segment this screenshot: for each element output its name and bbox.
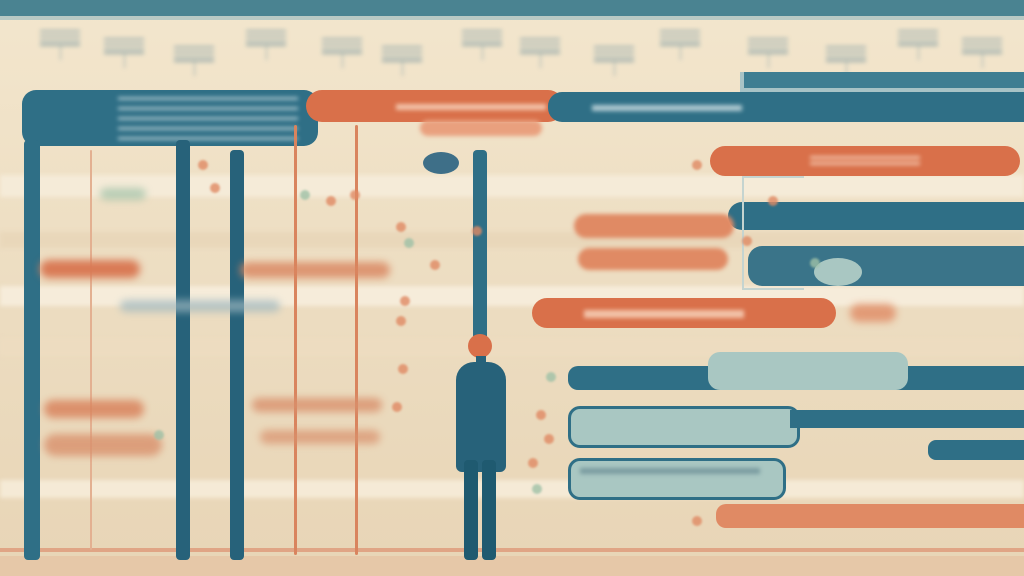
- marker-dot: [300, 190, 310, 200]
- orange-tag: [420, 120, 542, 136]
- marker-dot: [392, 402, 402, 412]
- panel-text: [118, 97, 298, 145]
- row-band: [0, 338, 1024, 356]
- row-band: [0, 175, 1024, 197]
- floor-line: [0, 548, 1024, 552]
- axis-bar: [24, 140, 40, 560]
- header-tick-label: [594, 46, 634, 76]
- header-tick-label: [898, 30, 938, 60]
- header-tick-label: [826, 46, 866, 76]
- timeline-bar: [260, 430, 380, 444]
- marker-dot: [396, 316, 406, 326]
- header-tick-label: [104, 38, 144, 68]
- bar-text: [584, 310, 744, 318]
- axis-bar: [176, 140, 190, 560]
- timeline-bar: [790, 410, 1024, 428]
- floor-line: [0, 556, 1024, 576]
- teal-header-bar-top: [744, 72, 1024, 88]
- marker-dot: [398, 364, 408, 374]
- person-head: [468, 334, 492, 358]
- marker-dot: [692, 160, 702, 170]
- bar-text: [810, 156, 920, 166]
- timeline-bar: [850, 304, 896, 322]
- timeline-bar: [716, 504, 1024, 528]
- marker-dot: [404, 238, 414, 248]
- timeline-bar: [40, 260, 140, 278]
- header-tick-label: [962, 38, 1002, 68]
- header-tick-label: [246, 30, 286, 60]
- marker-dot: [472, 226, 482, 236]
- person-neck: [476, 356, 486, 366]
- marker-dot: [430, 260, 440, 270]
- marker-dot: [536, 410, 546, 420]
- person-leg: [464, 460, 478, 560]
- header-tick-label: [40, 30, 80, 60]
- header-tick-label: [322, 38, 362, 68]
- marker-dot: [810, 258, 820, 268]
- header-tick-label: [748, 38, 788, 68]
- axis-bar: [473, 150, 487, 350]
- person-body: [456, 362, 506, 472]
- marker-dot: [768, 196, 778, 206]
- marker-dot: [198, 160, 208, 170]
- marker-dot: [396, 222, 406, 232]
- header-tick-label: [660, 30, 700, 60]
- timeline-bar: [44, 400, 144, 418]
- timeline-bar: [44, 434, 162, 456]
- header-tick-label: [382, 46, 422, 76]
- marker-dot: [544, 434, 554, 444]
- timeline-bar: [728, 202, 1024, 230]
- timeline-bar: [574, 214, 734, 238]
- marker-dot: [528, 458, 538, 468]
- marker-dot: [742, 236, 752, 246]
- timeline-bar: [240, 262, 390, 278]
- timeline-bar: [568, 458, 786, 500]
- axis-bar-thin: [294, 125, 297, 555]
- person-leg: [482, 460, 496, 560]
- marker-dot: [210, 183, 220, 193]
- row-band: [0, 232, 1024, 248]
- connector-frame: [742, 176, 804, 290]
- orange-bar-text: [396, 104, 546, 110]
- top-strip: [0, 0, 1024, 16]
- timeline-bar: [748, 246, 1024, 286]
- marker-dot: [400, 296, 410, 306]
- marker-dot: [692, 516, 702, 526]
- header-tick-label: [174, 46, 214, 76]
- header-tick-label: [520, 38, 560, 68]
- top-strip-shadow: [0, 16, 1024, 20]
- timeline-bar: [568, 406, 800, 448]
- teal-bar-text: [592, 105, 742, 111]
- marker-dot: [532, 484, 542, 494]
- timeline-bar: [120, 300, 280, 312]
- axis-bar-thin: [90, 150, 92, 550]
- row-band: [0, 480, 1024, 498]
- marker-dot: [154, 430, 164, 440]
- timeline-bar: [708, 352, 908, 390]
- mint-node: [814, 258, 862, 286]
- axis-bar-thin: [355, 125, 358, 555]
- timeline-bar: [100, 188, 146, 200]
- marker-dot: [546, 372, 556, 382]
- blue-node: [423, 152, 459, 174]
- marker-dot: [326, 196, 336, 206]
- axis-bar: [230, 150, 244, 560]
- timeline-bar: [252, 398, 382, 412]
- timeline-bar: [928, 440, 1024, 460]
- marker-dot: [350, 190, 360, 200]
- bar-text: [580, 468, 760, 474]
- timeline-bar: [578, 248, 728, 270]
- header-tick-label: [462, 30, 502, 60]
